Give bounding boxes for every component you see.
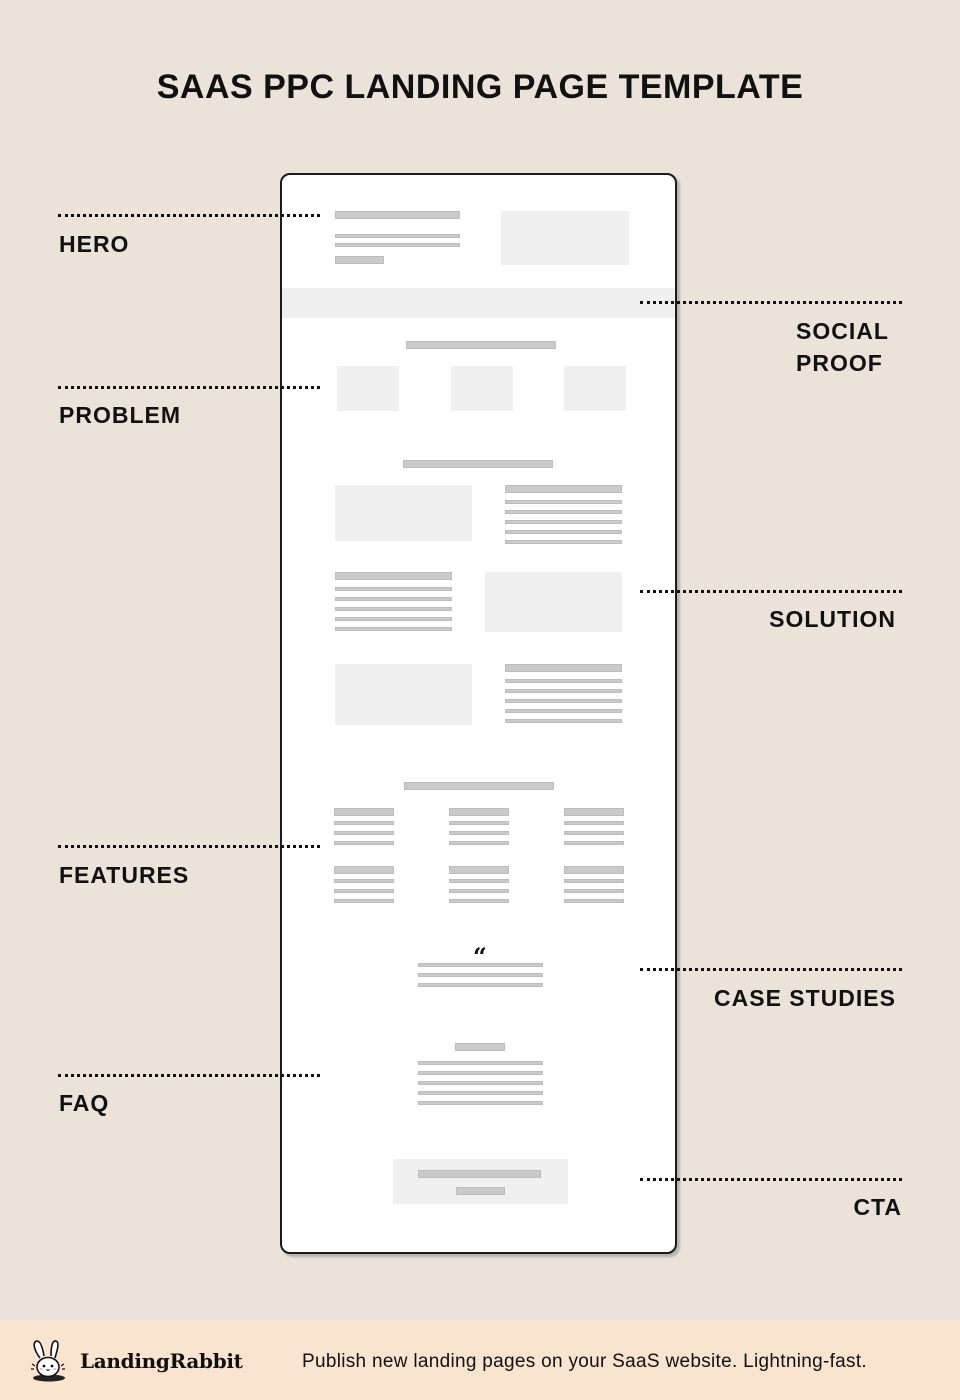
hero-text-bar xyxy=(335,243,460,247)
faq-text-bar xyxy=(418,1101,543,1105)
feature-text-bar xyxy=(564,879,624,883)
solution-text-bar xyxy=(335,627,452,631)
solution-text-bar xyxy=(335,587,452,591)
faq-heading-bar xyxy=(455,1043,505,1051)
feature-text-bar xyxy=(449,899,509,903)
solution-subheading-bar xyxy=(335,572,452,580)
faq-text-bar xyxy=(418,1061,543,1065)
hero-connector xyxy=(58,214,320,217)
faq-text-bar xyxy=(418,1091,543,1095)
feature-title-bar xyxy=(564,808,624,816)
label-problem: PROBLEM xyxy=(59,402,181,428)
problem-heading-bar xyxy=(406,341,556,349)
label-social-proof: SOCIAL PROOF xyxy=(796,315,889,379)
case-studies-connector xyxy=(640,968,902,971)
cta-button-bar xyxy=(456,1187,505,1195)
label-cta: CTA xyxy=(853,1194,902,1220)
solution-text-bar xyxy=(505,530,622,534)
solution-text-bar xyxy=(505,540,622,544)
testimonial-text-bar xyxy=(418,973,543,977)
faq-text-bar xyxy=(418,1071,543,1075)
cta-block xyxy=(393,1159,568,1204)
faq-connector xyxy=(58,1074,320,1077)
cta-heading-bar xyxy=(418,1170,541,1178)
social-proof-strip xyxy=(282,288,675,318)
social-proof-connector xyxy=(640,301,902,304)
feature-text-bar xyxy=(334,889,394,893)
label-solution: SOLUTION xyxy=(769,606,896,632)
problem-card xyxy=(451,366,513,411)
feature-text-bar xyxy=(449,889,509,893)
solution-text-bar xyxy=(505,719,622,723)
feature-text-bar xyxy=(334,841,394,845)
solution-image-placeholder xyxy=(335,485,472,541)
feature-text-bar xyxy=(449,879,509,883)
quote-icon: “ xyxy=(473,942,487,971)
feature-title-bar xyxy=(334,808,394,816)
testimonial-text-bar xyxy=(418,963,543,967)
testimonial-text-bar xyxy=(418,983,543,987)
label-case-studies: CASE STUDIES xyxy=(714,985,896,1011)
features-connector xyxy=(58,845,320,848)
hero-text-bar xyxy=(335,234,460,238)
solution-connector xyxy=(640,590,902,593)
rabbit-icon xyxy=(31,1340,65,1382)
solution-text-bar xyxy=(505,699,622,703)
label-social-proof-line1: SOCIAL xyxy=(796,318,889,344)
problem-connector xyxy=(58,386,320,389)
brand-name: LandingRabbit xyxy=(80,1349,243,1373)
feature-text-bar xyxy=(564,841,624,845)
solution-subheading-bar xyxy=(505,664,622,672)
page-title: SAAS PPC LANDING PAGE TEMPLATE xyxy=(156,68,804,106)
footer-banner xyxy=(0,1320,960,1400)
feature-text-bar xyxy=(564,821,624,825)
feature-text-bar xyxy=(564,831,624,835)
feature-text-bar xyxy=(449,821,509,825)
faq-text-bar xyxy=(418,1081,543,1085)
features-heading-bar xyxy=(404,782,554,790)
feature-text-bar xyxy=(564,889,624,893)
solution-image-placeholder xyxy=(335,664,472,725)
solution-text-bar xyxy=(505,500,622,504)
feature-title-bar xyxy=(564,866,624,874)
feature-title-bar xyxy=(449,866,509,874)
problem-card xyxy=(564,366,626,411)
feature-title-bar xyxy=(334,866,394,874)
feature-text-bar xyxy=(334,831,394,835)
solution-text-bar xyxy=(505,689,622,693)
label-hero: HERO xyxy=(59,231,130,257)
feature-title-bar xyxy=(449,808,509,816)
hero-headline-bar xyxy=(335,211,460,219)
solution-text-bar xyxy=(505,709,622,713)
hero-button-bar xyxy=(335,256,384,264)
feature-text-bar xyxy=(449,831,509,835)
solution-text-bar xyxy=(335,617,452,621)
footer-tagline: Publish new landing pages on your SaaS w… xyxy=(302,1351,867,1372)
feature-text-bar xyxy=(564,899,624,903)
label-faq: FAQ xyxy=(59,1090,110,1116)
feature-text-bar xyxy=(334,899,394,903)
hero-image-placeholder xyxy=(501,211,629,265)
solution-text-bar xyxy=(335,597,452,601)
label-social-proof-line2: PROOF xyxy=(796,350,883,376)
solution-image-placeholder xyxy=(485,572,622,632)
feature-text-bar xyxy=(334,879,394,883)
solution-text-bar xyxy=(505,510,622,514)
cta-connector xyxy=(640,1178,902,1181)
solution-text-bar xyxy=(505,679,622,683)
solution-text-bar xyxy=(505,520,622,524)
feature-text-bar xyxy=(334,821,394,825)
solution-heading-bar xyxy=(403,460,553,468)
solution-text-bar xyxy=(335,607,452,611)
label-features: FEATURES xyxy=(59,862,190,888)
solution-subheading-bar xyxy=(505,485,622,493)
feature-text-bar xyxy=(449,841,509,845)
problem-card xyxy=(337,366,399,411)
wireframe-frame: “ xyxy=(280,173,677,1254)
